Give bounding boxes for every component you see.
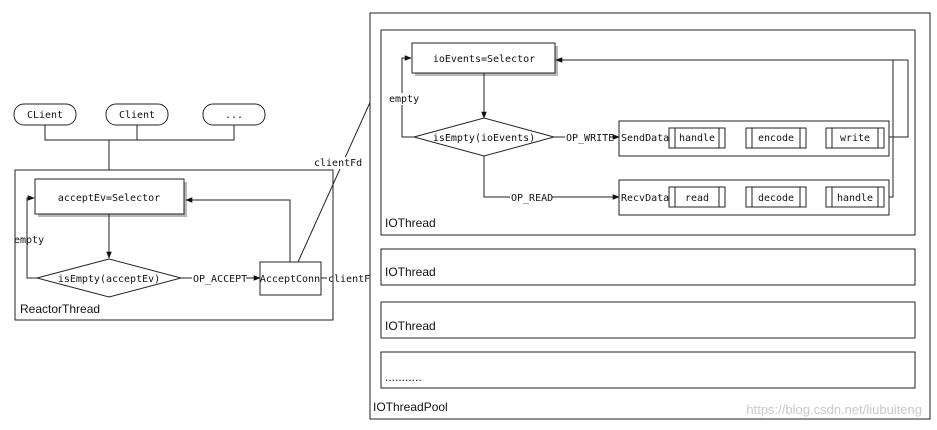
client-node-2: Client <box>105 103 169 126</box>
io-selector-node: ioEvents=Selector <box>411 42 558 76</box>
io-thread-collapsed-label: IOThread <box>385 319 436 333</box>
io-selector-label: ioEvents=Selector <box>433 54 535 65</box>
recv-step-label: read <box>685 193 709 204</box>
accept-selector-label: acceptEv=Selector <box>58 193 160 204</box>
recv-step-label: handle <box>837 193 873 204</box>
send-data-row: SendData handle encode write <box>618 120 890 157</box>
recv-step-read: read <box>668 186 726 208</box>
io-thread-collapsed-label: IOThread <box>385 265 436 279</box>
io-decision-label: isEmpty(ioEvents) <box>433 133 535 144</box>
client-label: CLient <box>27 110 63 121</box>
io-thread-collapsed-1: IOThread <box>380 248 916 286</box>
send-step-handle: handle <box>668 127 726 149</box>
send-step-encode: encode <box>745 127 807 149</box>
io-empty-label: empty <box>389 94 419 105</box>
recv-data-label: RecvData <box>621 193 669 204</box>
accept-conn-node: AcceptConn <box>259 261 322 296</box>
op-accept-label: OP_ACCEPT <box>193 274 247 285</box>
op-read-label: OP_READ <box>511 193 553 204</box>
recv-step-label: decode <box>758 193 794 204</box>
io-empty-loop: empty <box>388 55 420 138</box>
accept-empty-loop: empty <box>14 195 44 279</box>
client-node-1: CLient <box>13 103 77 126</box>
send-step-label: write <box>840 133 870 144</box>
io-thread-collapsed-label: ........... <box>385 370 422 384</box>
recv-data-row: RecvData read decode handle <box>618 179 890 216</box>
send-step-write: write <box>825 127 885 149</box>
io-thread-pool-title: IOThreadPool <box>373 400 448 414</box>
clientfd-right-label: clientFd <box>328 274 376 285</box>
empty-label: empty <box>14 235 44 246</box>
send-step-label: handle <box>679 133 715 144</box>
accept-decision-label: isEmpty(acceptEv) <box>58 274 160 285</box>
io-thread-collapsed-ellipsis: ........... <box>380 351 916 389</box>
op-read-edge: OP_READ <box>483 156 620 204</box>
client-node-ellipsis: ... <box>202 103 266 126</box>
client-label: ... <box>225 110 243 121</box>
accept-selector-node: acceptEv=Selector <box>34 178 187 217</box>
op-write-label: OP_WRITE <box>566 133 614 144</box>
watermark-text: https://blog.csdn.net/liubuiteng <box>746 402 922 417</box>
op-accept-edge: OP_ACCEPT <box>181 274 261 285</box>
recv-step-decode: decode <box>745 186 807 208</box>
accept-conn-return-arrow <box>185 197 291 262</box>
clientfd-up-label: clientFd <box>314 158 362 169</box>
accept-conn-label: AcceptConn <box>260 274 320 285</box>
reactor-thread-title: ReactorThread <box>20 302 100 316</box>
io-return-lines <box>555 57 909 198</box>
client-label: Client <box>119 110 155 121</box>
io-thread-collapsed-2: IOThread <box>380 301 916 339</box>
send-data-label: SendData <box>621 133 669 144</box>
io-thread-title: IOThread <box>385 216 436 230</box>
recv-step-handle: handle <box>825 186 885 208</box>
send-step-label: encode <box>758 133 794 144</box>
op-write-edge: OP_WRITE <box>554 133 620 144</box>
